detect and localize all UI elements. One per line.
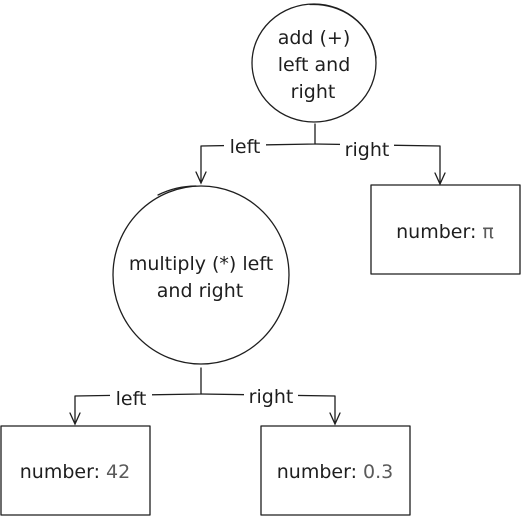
multiply-right-edge: right (200, 385, 341, 426)
add-right-edge-label: right (345, 139, 390, 161)
number-0-3-text: number: 0.3 (277, 461, 393, 483)
add-left-arrowhead (195, 171, 207, 185)
multiply-node-label-line1: multiply (*) left (129, 253, 273, 275)
multiply-right-label-bg (244, 385, 298, 407)
number-pi-box (370, 184, 521, 275)
add-right-label-bg (340, 137, 394, 159)
number-42-value: 42 (106, 461, 130, 483)
multiply-node-label-line2: and right (157, 280, 243, 302)
number-pi-label: number: (396, 221, 482, 243)
number-0-3-value: 0.3 (363, 461, 393, 483)
add-node-label-line2: left and (278, 54, 351, 76)
multiply-node-circle (112, 185, 290, 365)
add-left-label-bg (224, 135, 266, 155)
number-0-3-box (260, 425, 411, 516)
multiply-left-edge: left (69, 367, 202, 426)
add-left-edge: left (195, 123, 316, 185)
add-right-edge: right (314, 137, 446, 186)
add-left-edge-label: left (230, 136, 261, 158)
multiply-right-arrowhead (329, 412, 341, 426)
number-42-node: number: 42 (0, 425, 151, 516)
number-42-box (0, 425, 151, 516)
number-42-text: number: 42 (20, 461, 130, 483)
number-0-3-label: number: (277, 461, 363, 483)
multiply-right-edge-label: right (249, 386, 294, 408)
multiply-left-edge-label: left (116, 388, 147, 410)
number-42-label: number: (20, 461, 106, 483)
multiply-left-label-bg (110, 387, 152, 407)
multiply-node: multiply (*) left and right (112, 185, 290, 365)
add-node: add (+) left and right (251, 3, 377, 123)
number-pi-text: number: π (396, 221, 494, 243)
add-node-sketch-stroke (309, 3, 377, 59)
number-pi-value: π (482, 221, 493, 243)
multiply-node-sketch-stroke (157, 185, 197, 196)
multiply-left-arrowhead (69, 412, 81, 426)
number-0-3-node: number: 0.3 (260, 425, 411, 516)
number-pi-node: number: π (370, 184, 521, 275)
add-right-arrowhead (434, 172, 446, 186)
add-node-label-line1: add (+) (278, 27, 351, 49)
add-node-label-line3: right (291, 81, 336, 103)
